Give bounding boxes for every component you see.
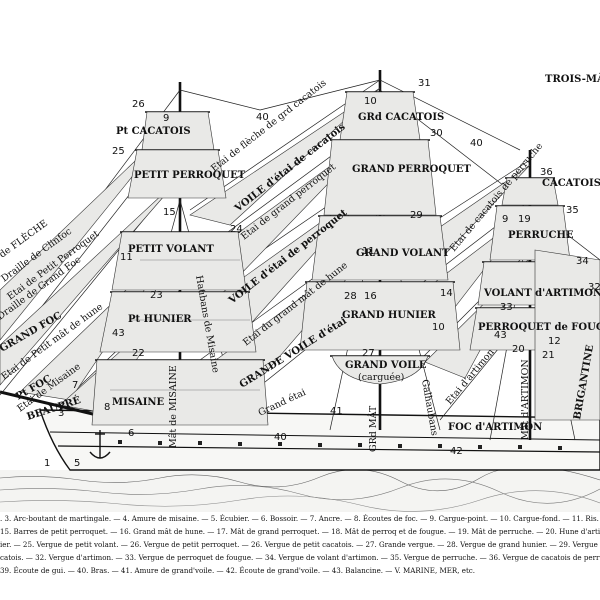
callout-26: 26 — [132, 99, 145, 110]
anchor-icon — [89, 430, 111, 459]
callout-30: 30 — [430, 128, 443, 139]
callout-12: 12 — [548, 336, 561, 347]
callout-42: 42 — [450, 446, 463, 457]
callout-33: 33 — [500, 302, 513, 313]
foc-artimon-label: FOC d'ARTIMON — [448, 422, 542, 433]
callout-14: 14 — [440, 288, 453, 299]
legend-line: ier. — 25. Vergue de petit volant. — 26.… — [0, 540, 600, 549]
callout-11b: 11 — [362, 246, 375, 257]
cacatois-perruche-label: CACATOIS de perruche — [542, 178, 600, 189]
callout-36: 36 — [540, 167, 553, 178]
callout-40: 40 — [256, 112, 269, 123]
callout-16: 16 — [364, 291, 377, 302]
callout-34: 34 — [576, 256, 589, 267]
callout-43: 43 — [112, 328, 125, 339]
callout-31: 31 — [418, 78, 431, 89]
volant-artimon-label: VOLANT d'ARTIMON — [483, 288, 600, 299]
grand-mat-label: GRd MÂT — [367, 405, 379, 452]
main-square-sails — [299, 91, 461, 385]
callout-21: 21 — [542, 350, 555, 361]
callout-22: 22 — [132, 348, 145, 359]
grand-voile-label: GRAND VOILE — [345, 360, 427, 371]
sea — [0, 466, 600, 512]
etai-fleche-grd-cacatois-label: Etai de flèche de grd cacatois — [209, 78, 329, 175]
callout-7: 7 — [72, 380, 78, 391]
petit-perroquet-label: PETIT PERROQUET — [134, 170, 246, 181]
callout-8: 8 — [104, 402, 110, 413]
grand-perroquet-label: GRAND PERROQUET — [352, 164, 471, 175]
callout-28: 28 — [344, 291, 357, 302]
callout-6: 6 — [128, 428, 134, 439]
ship-illustration: TROIS-MÂTS A de FLÈCHE Draille de Clinfo… — [0, 70, 600, 512]
callout-10: 10 — [364, 96, 377, 107]
callout-27: 27 — [362, 348, 375, 359]
callout-32: 32 — [588, 282, 600, 293]
title-label: TROIS-MÂTS — [545, 73, 600, 85]
callout-11: 11 — [120, 252, 133, 263]
mizzen-square-sails — [469, 177, 600, 421]
callout-41: 41 — [330, 406, 343, 417]
fore-square-sails — [91, 111, 269, 426]
carguee-label: (carguée) — [358, 372, 404, 383]
misaine-label: MISAINE — [112, 397, 165, 408]
grd-cacatois-label: GRd CACATOIS — [358, 112, 444, 123]
callout-3: 3 — [58, 408, 64, 419]
petit-volant-label: PETIT VOLANT — [128, 244, 214, 255]
perroquet-fougue-label: PERROQUET de FOUGUE — [478, 322, 600, 333]
pt-hunier-label: Pt HUNIER — [128, 314, 192, 325]
number-callouts: 26 9 25 40 31 10 30 40 36 35 9 19 24 11 … — [44, 78, 600, 469]
callout-24: 24 — [230, 224, 243, 235]
callout-35: 35 — [566, 205, 579, 216]
callout-9: 9 — [163, 113, 169, 124]
legend-line: 15. Barres de petit perroquet. — 16. Gra… — [0, 527, 600, 536]
callout-43b: 43 — [494, 330, 507, 341]
perruche-label: PERRUCHE — [508, 230, 574, 241]
callout-19: 19 — [518, 214, 531, 225]
callout-9b: 9 — [502, 214, 508, 225]
legend-line: 39. Écoute de gui. — 40. Bras. — 41. Amu… — [0, 566, 476, 575]
callout-15: 15 — [163, 207, 176, 218]
callout-23: 23 — [150, 290, 163, 301]
legend-caption: . 3. Arc-boutant de martingale. — 4. Amu… — [0, 512, 600, 577]
callout-29: 29 — [410, 210, 423, 221]
grand-hunier-label: GRAND HUNIER — [342, 310, 437, 321]
callout-40b: 40 — [470, 138, 483, 149]
callout-5: 5 — [74, 458, 80, 469]
legend-line: . 3. Arc-boutant de martingale. — 4. Amu… — [0, 514, 600, 523]
callout-1: 1 — [44, 458, 50, 469]
mat-misaine-label: Mât de MISAINE — [168, 365, 179, 448]
legend-line: catois. — 32. Vergue d'artimon. — 33. Ve… — [0, 553, 600, 562]
pt-cacatois-label: Pt CACATOIS — [116, 126, 191, 137]
mat-artimon-label: Mât d'ARTIMON — [520, 359, 531, 440]
callout-40c: 40 — [274, 432, 287, 443]
grand-volant-label: GRAND VOLANT — [356, 248, 450, 259]
callout-10b: 10 — [432, 322, 445, 333]
callout-20: 20 — [512, 344, 525, 355]
callout-25: 25 — [112, 146, 125, 157]
